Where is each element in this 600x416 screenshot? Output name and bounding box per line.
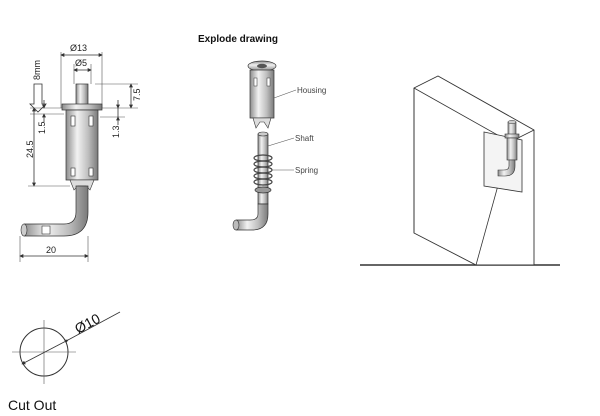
dim-stroke-8mm: 8mm [32, 60, 42, 80]
dimensioned-latch-view: Ø13 Ø5 8mm 7.5 1.3 1.5 24.5 [19, 43, 142, 262]
cutout-diameter: Ø10 [72, 310, 103, 337]
housing-part [247, 60, 277, 129]
dim-diameter-13: Ø13 [70, 43, 87, 53]
dim-height-1-3: 1.3 [111, 125, 121, 138]
installed-panel-view [360, 75, 560, 266]
dim-height-1-5: 1.5 [37, 121, 47, 134]
explode-drawing-title: Explode drawing [198, 34, 278, 45]
spring-label: Spring [295, 166, 318, 175]
installed-latch [506, 137, 518, 161]
latch-handle [23, 185, 89, 237]
latch-flange [61, 103, 103, 111]
cutout-view: Ø10 Cut Out [8, 310, 121, 413]
dim-diameter-5: Ø5 [75, 58, 87, 68]
dim-height-24-5: 24.5 [25, 140, 35, 158]
dim-width-20: 20 [46, 245, 56, 255]
shaft-part [232, 131, 269, 231]
dim-height-7-5: 7.5 [132, 88, 142, 101]
shaft-label: Shaft [295, 134, 314, 143]
housing-label: Housing [297, 86, 326, 95]
latch-pin [75, 83, 89, 107]
latch-housing [65, 109, 99, 181]
cutout-label: Cut Out [8, 397, 56, 413]
explode-drawing-view: Explode drawing Housing Shaf [198, 34, 326, 231]
